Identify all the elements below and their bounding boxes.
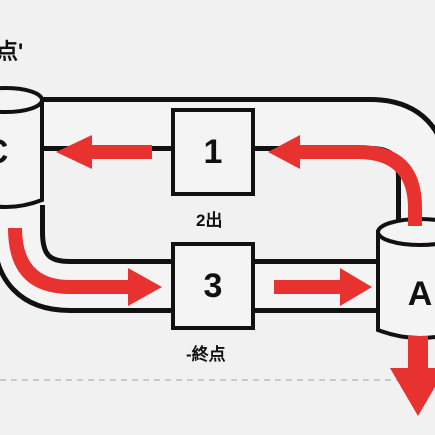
top-pipe	[30, 97, 435, 232]
arrow-a-to-1-curve	[358, 145, 422, 226]
store-c-label: C	[0, 132, 36, 172]
node-3-label: 3	[203, 267, 223, 305]
arrow-3-to-a	[274, 268, 372, 306]
diagram-title-fragment: 点'	[0, 39, 24, 64]
arrow-a-to-1-head	[268, 135, 360, 169]
flow-arrows	[8, 135, 435, 416]
node-1-caption: 2出	[196, 211, 223, 230]
arrow-c-to-3	[8, 228, 162, 306]
arrow-a-out	[390, 336, 435, 416]
store-a-label: A	[407, 275, 433, 313]
node-1-box	[171, 108, 255, 196]
arrow-1-to-c	[56, 135, 152, 169]
node-3-box	[171, 242, 255, 330]
node-1-label: 1	[203, 133, 223, 171]
node-3-caption: -終点	[186, 345, 226, 364]
store-c-cylinder	[0, 86, 44, 209]
